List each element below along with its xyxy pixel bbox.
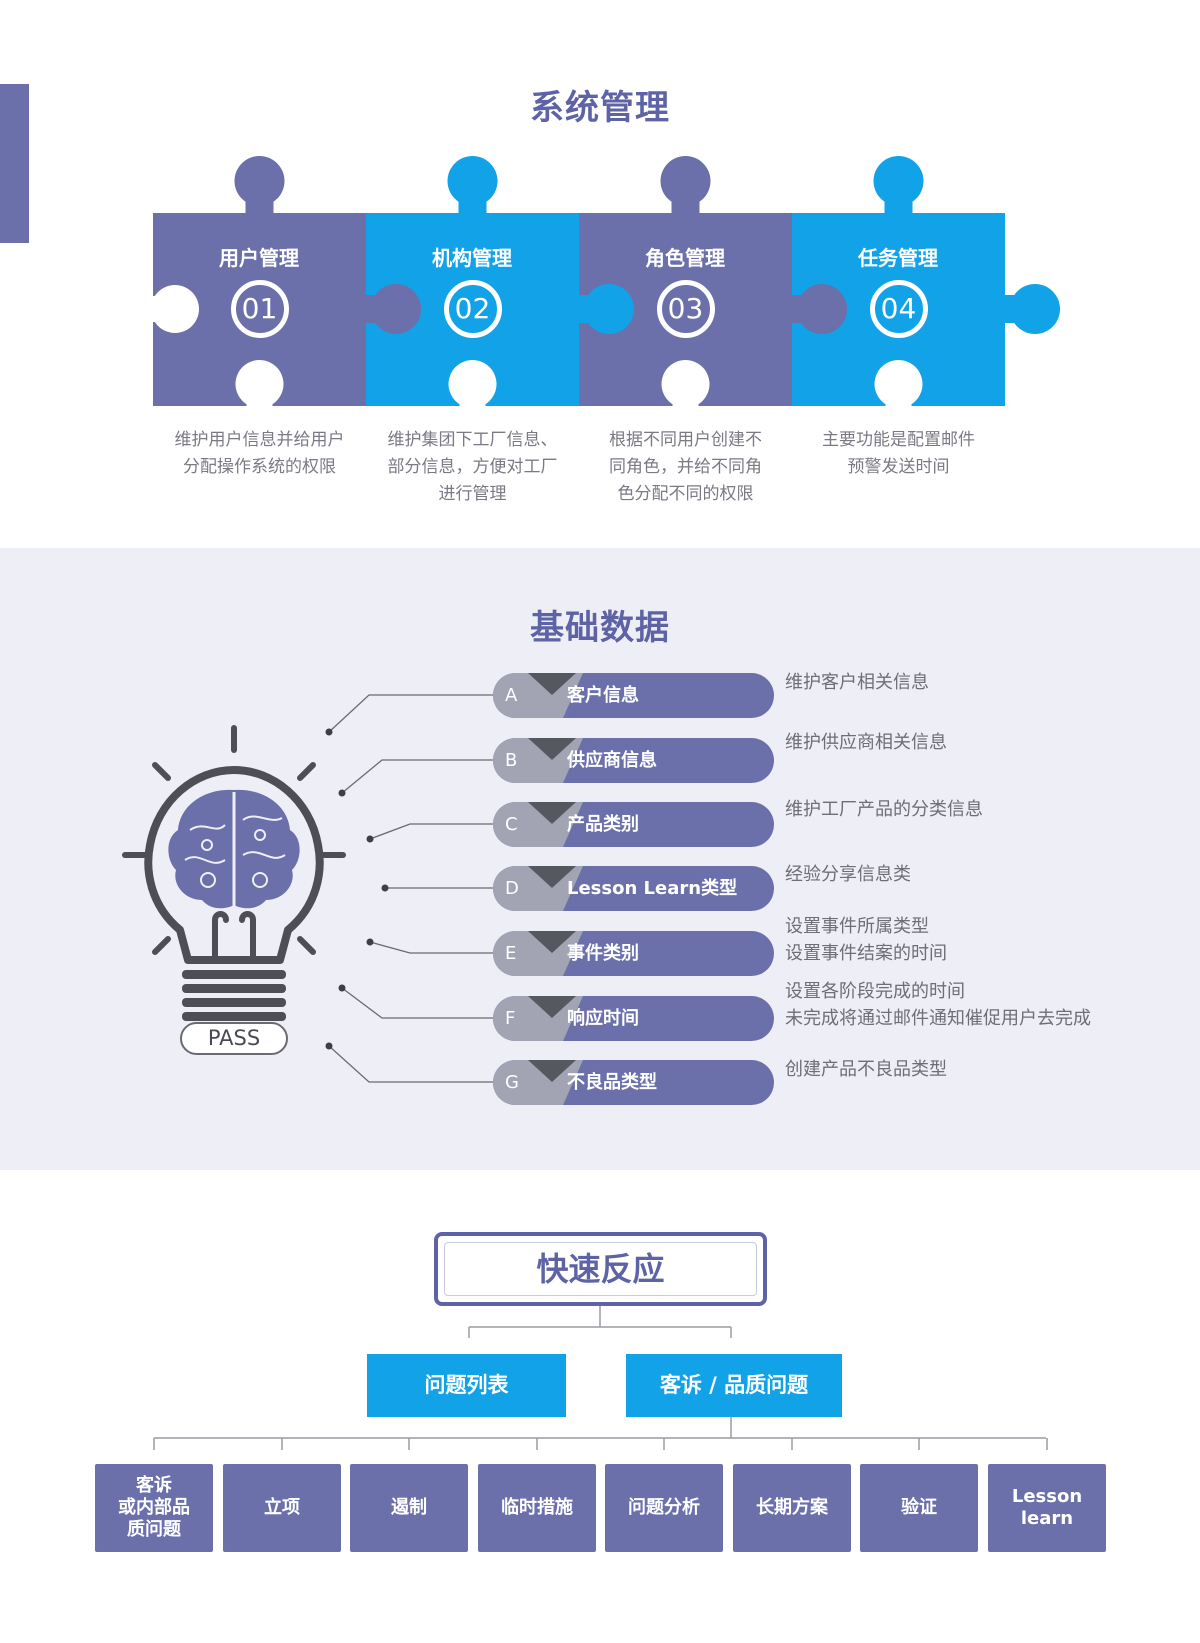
puzzle-label-3: 角色管理 [645,246,725,270]
connector-line-e [369,941,493,954]
puzzle-number-1: 01 [230,280,289,338]
pill-label: 客户信息 [567,685,639,706]
pill-notch [528,996,576,1018]
pill-letter: G [505,1072,519,1093]
puzzle-number-2: 02 [443,280,502,338]
connector-line-a [328,694,493,733]
puzzle-hole-neck-4 [885,394,912,408]
process-step-5: 问题分析 [605,1464,723,1552]
puzzle-number-3: 03 [656,280,715,338]
process-step-7: 验证 [860,1464,978,1552]
connector-line-g [328,1045,493,1083]
lightbulb-brain-icon [122,725,346,1042]
puzzle-description-3: 根据不同用户创建不 同角色，并给不同角 色分配不同的权限 [609,430,762,504]
category-pill-a: A 客户信息 [493,673,774,718]
connector-line-b [341,759,493,794]
pill-letter: F [505,1008,516,1029]
puzzle-knob-side-neck-1 [364,295,384,323]
puzzle-knob-top-2 [447,156,498,206]
process-step-2: 立项 [223,1464,341,1552]
puzzle-number-4: 04 [869,280,928,338]
category-pill-d: D Lesson Learn类型 [493,866,774,911]
connector-dot-c [366,835,374,843]
basic-data-title: 基础数据 [530,608,670,648]
puzzle-hole-left-neck [151,296,165,322]
connector-dot-g [325,1042,333,1050]
category-description-a: 维护客户相关信息 [785,672,929,693]
pill-notch [528,866,576,888]
connector-lines [325,694,493,1083]
system-management-title: 系统管理 [530,88,670,128]
puzzle-hole-neck-1 [246,394,273,408]
left-accent-bar [0,84,29,243]
pill-label: 不良品类型 [567,1072,657,1093]
process-step-1: 客诉 或内部品 质问题 [95,1464,213,1552]
process-step-6: 长期方案 [733,1464,851,1552]
category-description-b: 维护供应商相关信息 [785,732,947,753]
puzzle-description-1: 维护用户信息并给用户 分配操作系统的权限 [174,430,345,477]
complaint-quality-box: 客诉 / 品质问题 [626,1354,842,1417]
pill-letter: E [505,943,517,964]
pill-label: 供应商信息 [567,750,657,771]
pill-letter: A [505,685,518,706]
pill-letter: C [505,814,518,835]
connector-dot-f [338,984,346,992]
category-pill-c: C 产品类别 [493,802,774,847]
connector-dot-b [338,789,346,797]
pill-letter: B [505,750,518,771]
pill-label: 响应时间 [567,1008,639,1029]
puzzle-hole-neck-3 [672,394,699,408]
category-pill-f: F 响应时间 [493,996,774,1041]
puzzle-hole-neck-2 [459,394,486,408]
pill-label: Lesson Learn类型 [567,878,738,899]
puzzle-knob-side-neck-2 [577,295,597,323]
quick-response-box: 快速反应 [434,1232,767,1306]
category-description-g: 创建产品不良品类型 [785,1059,947,1080]
pass-label: PASS [180,1022,288,1055]
puzzle-label-4: 任务管理 [858,246,938,270]
puzzle-label-1: 用户管理 [219,246,299,270]
category-pill-e: E 事件类别 [493,931,774,976]
puzzle-knob-side-neck-3 [790,295,810,323]
category-description-f: 设置各阶段完成的时间 未完成将通过邮件通知催促用户去完成 [785,981,1091,1029]
puzzle-knob-side-neck-4 [1003,295,1023,323]
process-step-4: 临时措施 [478,1464,596,1552]
connector-dot-a [325,728,333,736]
category-description-d: 经验分享信息类 [785,864,911,885]
pill-notch [528,802,576,824]
puzzle-description-4: 主要功能是配置邮件 预警发送时间 [822,430,975,477]
puzzle-description-2: 维护集团下工厂信息、 部分信息，方便对工厂 进行管理 [387,430,558,504]
issue-list-box: 问题列表 [367,1354,566,1417]
process-step-8: Lesson learn [988,1464,1106,1552]
pill-label: 产品类别 [567,814,639,835]
puzzle-label-2: 机构管理 [432,246,512,270]
puzzle-knob-top-4 [873,156,924,206]
category-pill-b: B 供应商信息 [493,738,774,783]
pill-notch [528,738,576,760]
tree-connectors [153,1306,1048,1450]
pill-notch [528,1060,576,1082]
connector-line-c [369,823,493,840]
puzzle-graphic [151,156,1060,408]
connector-dot-e [366,938,374,946]
process-step-3: 遏制 [350,1464,468,1552]
category-pill-g: G 不良品类型 [493,1060,774,1105]
puzzle-knob-top-3 [660,156,711,206]
pill-notch [528,931,576,953]
connector-line-f [341,987,493,1019]
pill-notch [528,673,576,695]
category-description-c: 维护工厂产品的分类信息 [785,799,983,820]
category-description-e: 设置事件所属类型 设置事件结案的时间 [785,916,947,964]
puzzle-knob-top-1 [234,156,285,206]
connector-dot-d [381,884,389,892]
pill-label: 事件类别 [567,943,639,964]
pill-letter: D [505,878,519,899]
